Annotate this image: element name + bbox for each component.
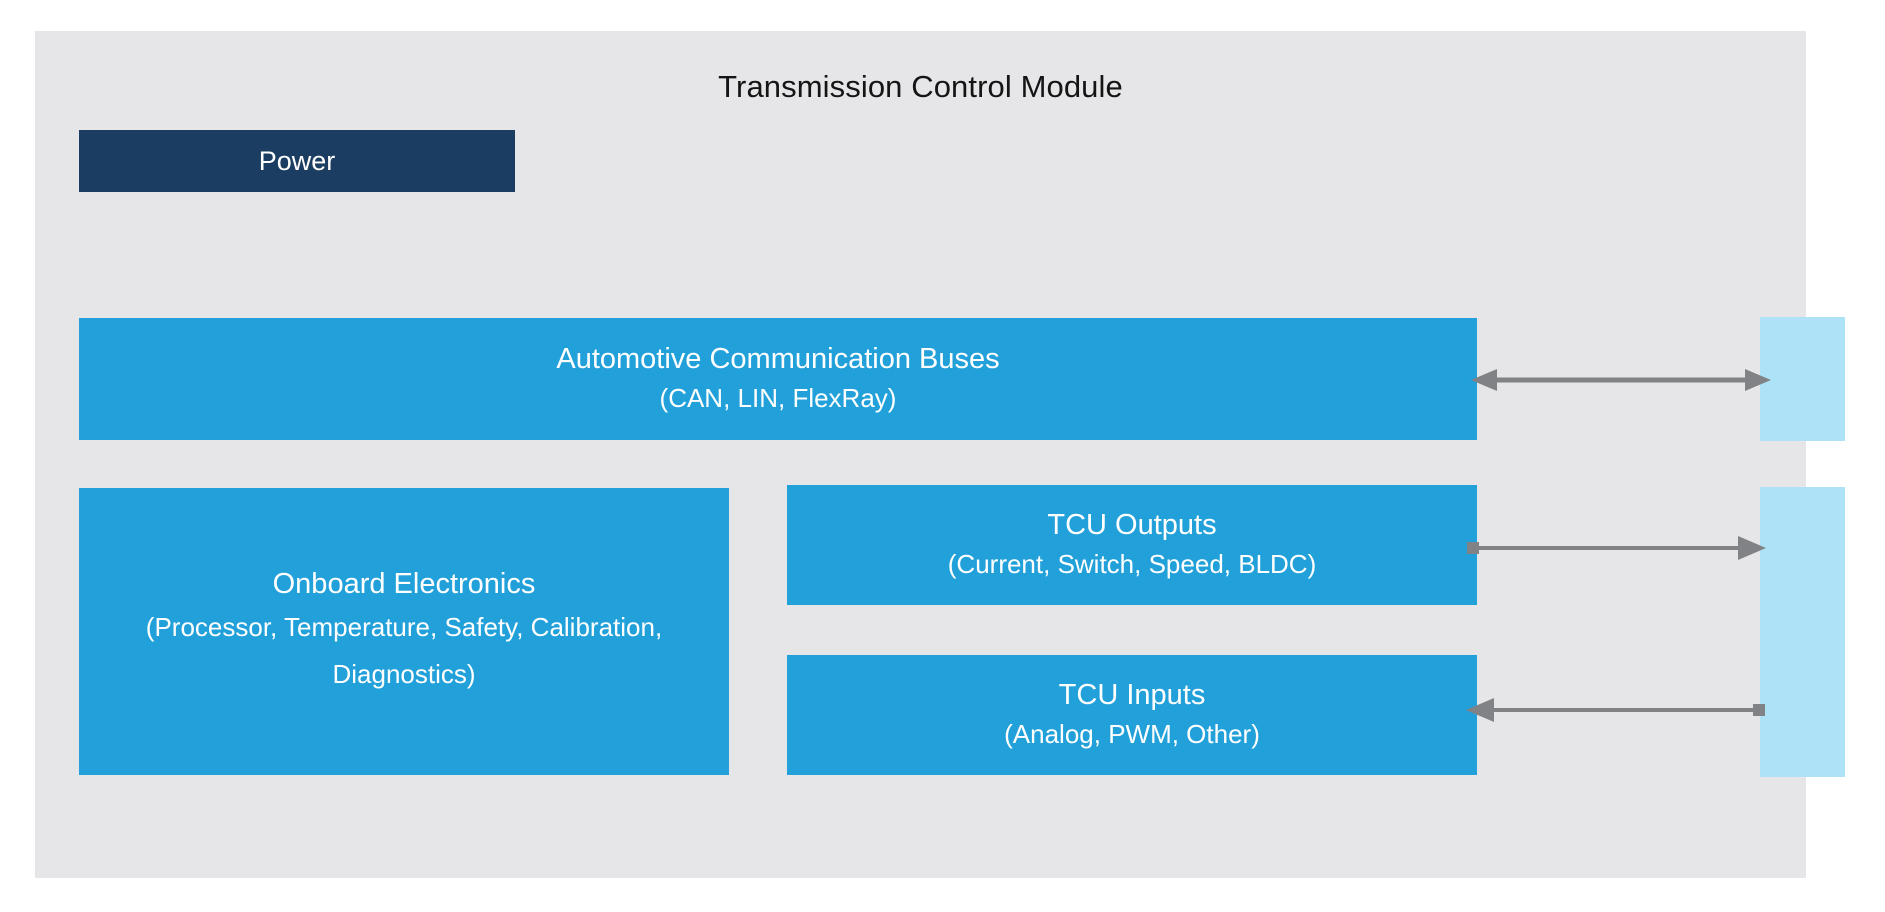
block-tcu-outputs[interactable]: TCU Outputs (Current, Switch, Speed, BLD… <box>787 485 1477 605</box>
block-onboard-sublabel: (Processor, Temperature, Safety, Calibra… <box>145 612 663 689</box>
block-power[interactable]: Power <box>79 130 515 192</box>
external-bus-node[interactable] <box>1760 317 1845 441</box>
block-onboard-label: Onboard Electronics <box>272 568 536 600</box>
inputs-connector <box>1466 698 1766 722</box>
block-automotive-communication-buses[interactable]: Automotive Communication Buses (CAN, LIN… <box>79 318 1477 440</box>
block-outputs-label: TCU Outputs <box>1047 509 1217 541</box>
block-onboard-electronics[interactable]: Onboard Electronics (Processor, Temperat… <box>79 488 729 775</box>
block-outputs-sublabel: (Current, Switch, Speed, BLDC) <box>947 549 1317 579</box>
buses-connector <box>1471 368 1771 392</box>
block-inputs-label: TCU Inputs <box>1058 679 1206 711</box>
block-buses-sublabel: (CAN, LIN, FlexRay) <box>659 383 897 413</box>
block-buses-label: Automotive Communication Buses <box>556 343 1000 375</box>
outputs-connector <box>1466 536 1766 560</box>
block-power-label: Power <box>258 145 336 176</box>
page-title: Transmission Control Module <box>718 69 1123 104</box>
block-inputs-sublabel: (Analog, PWM, Other) <box>1004 719 1260 749</box>
block-tcu-inputs[interactable]: TCU Inputs (Analog, PWM, Other) <box>787 655 1477 775</box>
external-io-node[interactable] <box>1760 487 1845 777</box>
